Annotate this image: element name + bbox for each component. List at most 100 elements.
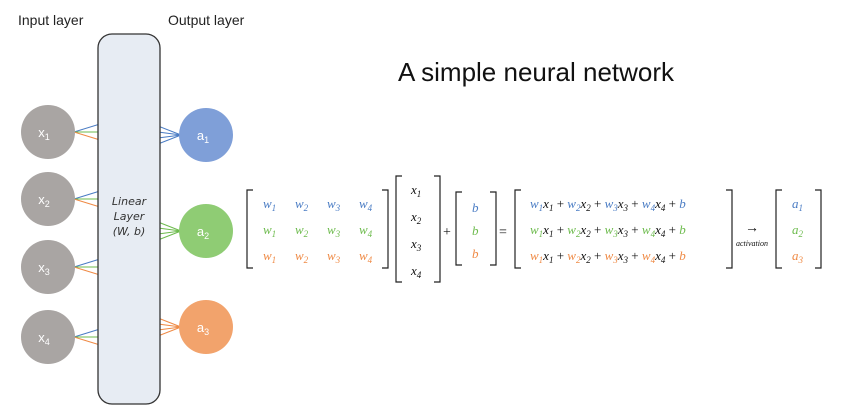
result-plus: + [553,248,567,263]
result-x-term: x [617,222,624,237]
w-3-3-sub: 3 [335,255,341,265]
result-x-term: x [579,222,586,237]
input-node-2-base: x [38,192,45,207]
result-plus: + [591,222,605,237]
svg-text:w4: w4 [359,222,373,239]
connection-out-2-2 [157,227,182,232]
connection-out-2-4 [157,230,182,241]
w-1-2-sub: 2 [304,203,309,213]
input-node-3: x3 [21,240,75,294]
svg-text:w2: w2 [295,248,309,265]
result-w-sub: 3 [612,229,618,239]
w-1-2: w [295,196,304,211]
w-3-3: w [327,248,336,263]
w-3-2-sub: 2 [304,255,309,265]
result-w-term: w [530,196,539,211]
w-2-4: w [359,222,368,237]
output-vector-left-bracket [775,189,782,269]
result-row-2-text: w1x1 + w2x2 + w3x3 + w4x4 + b [530,222,686,239]
connection-out-3-2 [157,323,182,328]
result-plus: + [553,222,567,237]
out-a-3: a3 [792,248,804,265]
input-node-4: x4 [21,310,75,364]
result-plus: + [628,222,642,237]
result-x-sub: 4 [661,229,666,239]
output-node-2-base: a [197,224,205,239]
result-w-sub: 3 [612,203,618,213]
vec-x-2: x [410,209,417,224]
result-w-term: w [605,248,614,263]
svg-text:x3: x3 [410,236,422,253]
w-1-3-sub: 3 [335,203,341,213]
result-w-sub: 1 [539,229,544,239]
result-w-sub: 4 [651,203,656,213]
result-x-sub: 1 [549,203,554,213]
w-2-4-sub: 4 [368,229,373,239]
svg-text:w1: w1 [263,196,276,213]
weight-matrix-right-bracket [382,189,389,269]
svg-text:w2: w2 [295,196,309,213]
input-node-1: x1 [21,105,75,159]
result-x-sub: 3 [623,255,629,265]
connection-in-1-1 [73,123,101,133]
connection-out-2-3 [157,230,182,235]
result-x-sub: 2 [586,255,591,265]
w-1-4-sub: 4 [368,203,373,213]
w-1-1: w [263,196,272,211]
result-x-sub: 2 [586,203,591,213]
output-node-3: a3 [179,300,233,354]
result-row-1: w1x1 + w2x2 + w3x3 + w4x4 + b [530,196,686,213]
bias-vector-right-bracket [490,191,497,266]
result-x-term: x [617,196,624,211]
w-1-4: w [359,196,368,211]
connection-out-3-3 [157,326,182,331]
svg-text:w1: w1 [263,222,276,239]
input-vector-right-bracket [434,175,441,283]
input-node-1-sub: 1 [45,132,50,142]
svg-text:w4: w4 [359,196,373,213]
w-2-3-sub: 3 [335,229,341,239]
result-x-sub: 1 [549,255,554,265]
result-w-term: w [567,222,576,237]
result-x-term: x [542,196,549,211]
result-x-term: x [654,196,661,211]
result-x-term: x [579,248,586,263]
result-w-sub: 2 [576,255,581,265]
svg-text:w4: w4 [359,248,373,265]
result-w-sub: 1 [539,255,544,265]
w-2-3: w [327,222,336,237]
svg-text:a1: a1 [197,128,209,145]
w-2-2-sub: 2 [304,229,309,239]
input-node-1-base: x [38,125,45,140]
connection-out-2-1 [157,221,182,232]
plus-sign: + [443,225,451,240]
vec-x-3-sub: 3 [416,243,422,253]
output-node-2-sub: 2 [204,231,209,241]
input-node-2-sub: 2 [45,199,50,209]
svg-text:w3: w3 [327,222,341,239]
svg-text:x1: x1 [410,182,421,199]
connection-out-1-1 [157,125,182,136]
vec-x-1-sub: 1 [417,189,422,199]
result-w-sub: 2 [576,203,581,213]
result-w-sub: 1 [539,203,544,213]
connection-lines [73,123,182,346]
svg-text:x2: x2 [38,192,50,209]
activation-label: activation [736,239,768,248]
result-vector-left-bracket [514,189,521,269]
svg-text:a3: a3 [197,320,209,337]
input-vector-left-bracket [395,175,402,283]
input-node-2: x2 [21,172,75,226]
bias-2: b [472,223,479,238]
svg-text:x4: x4 [410,263,422,280]
vec-x-4-sub: 4 [417,270,422,280]
w-2-2: w [295,222,304,237]
w-2-1: w [263,222,272,237]
result-w-term: w [567,248,576,263]
output-node-3-sub: 3 [204,327,209,337]
connection-in-3-3 [73,266,101,276]
linear-layer-label-line3: (W, b) [113,225,146,238]
result-plus: + [628,248,642,263]
output-vector-right-bracket [815,189,822,269]
svg-text:x1: x1 [38,125,50,142]
